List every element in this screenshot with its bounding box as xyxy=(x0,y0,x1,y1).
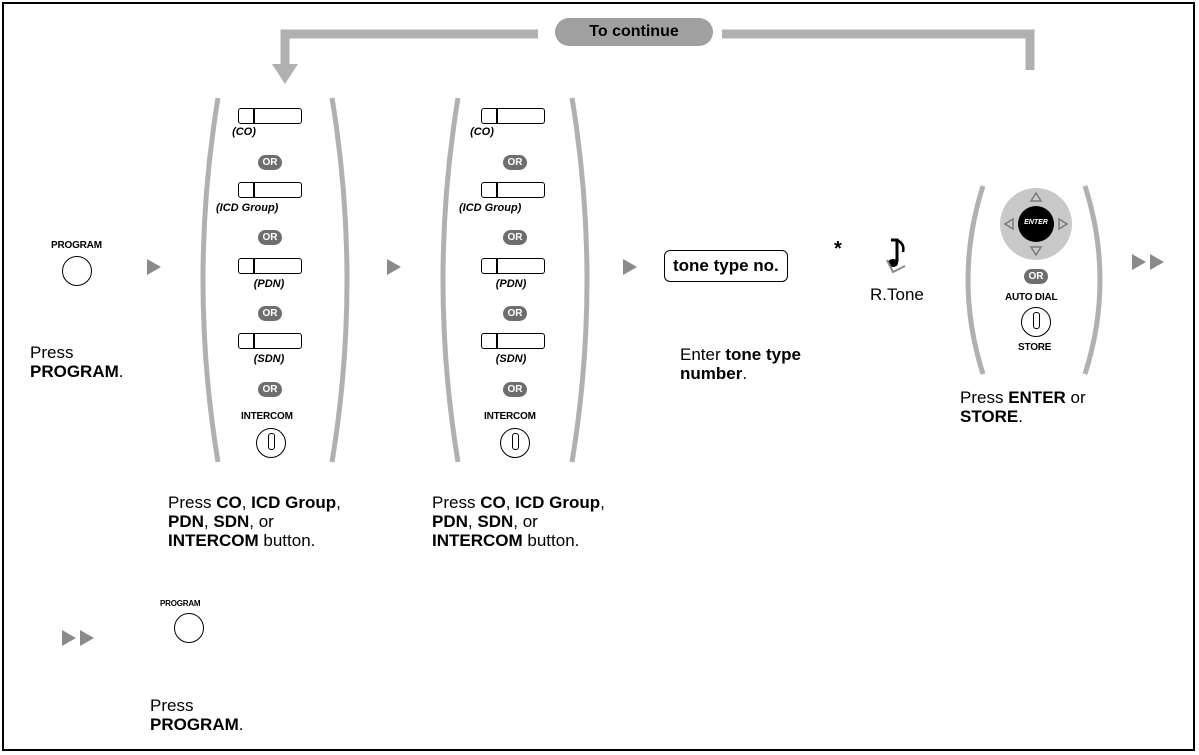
arrow-right-icon xyxy=(387,259,401,275)
pdn-button[interactable] xyxy=(238,258,302,274)
enter-button-label: ENTER xyxy=(1024,219,1048,226)
enter-store-caption: Press ENTER or STORE. xyxy=(960,388,1086,426)
icd-group-button[interactable] xyxy=(481,182,545,198)
double-arrow-right-icon xyxy=(62,630,76,646)
parentheses-group-1 xyxy=(200,97,350,463)
enter-tone-caption: Enter tone type number. xyxy=(680,345,801,383)
co-button[interactable] xyxy=(481,108,545,124)
intercom-button[interactable] xyxy=(500,428,530,458)
store-label: STORE xyxy=(1018,342,1052,353)
press-program-caption: Press PROGRAM. xyxy=(30,343,124,381)
icd-group-button[interactable] xyxy=(238,182,302,198)
or-badge: OR xyxy=(503,306,527,321)
double-arrow-right-icon xyxy=(80,630,94,646)
select-button-caption-1: Press CO, ICD Group, PDN, SDN, or INTERC… xyxy=(168,493,341,550)
or-badge: OR xyxy=(503,382,527,397)
arrow-right-icon xyxy=(623,259,637,275)
final-program-caption: Press PROGRAM. xyxy=(150,696,244,734)
pdn-label: (PDN) xyxy=(253,278,285,290)
intercom-label: INTERCOM xyxy=(241,411,293,422)
intercom-label: INTERCOM xyxy=(484,411,536,422)
program-button-label: PROGRAM xyxy=(160,599,201,608)
co-label: (CO) xyxy=(232,126,256,138)
pdn-label: (PDN) xyxy=(495,278,527,290)
to-continue-label: To continue xyxy=(555,18,713,46)
pdn-button[interactable] xyxy=(481,258,545,274)
footnote-asterisk: * xyxy=(834,238,842,260)
or-badge: OR xyxy=(258,382,282,397)
sdn-label: (SDN) xyxy=(253,353,285,365)
co-button[interactable] xyxy=(238,108,302,124)
tone-type-input[interactable]: tone type no. xyxy=(664,250,788,282)
program-button[interactable] xyxy=(62,256,92,286)
parentheses-group-2 xyxy=(440,97,590,463)
double-arrow-right-icon xyxy=(1150,254,1164,270)
auto-dial-store-button[interactable] xyxy=(1021,307,1051,337)
parentheses-group-3 xyxy=(965,185,1103,375)
loop-back-connector xyxy=(272,29,1035,84)
auto-dial-label: AUTO DIAL xyxy=(1005,292,1058,303)
or-badge: OR xyxy=(503,230,527,245)
icd-group-label: (ICD Group) xyxy=(459,202,522,214)
co-label: (CO) xyxy=(470,126,494,138)
navigator-key-icon[interactable] xyxy=(996,184,1076,264)
arrow-right-icon xyxy=(147,259,161,275)
icd-group-label: (ICD Group) xyxy=(216,202,279,214)
or-badge: OR xyxy=(1024,269,1048,284)
program-button[interactable] xyxy=(174,613,204,643)
sdn-button[interactable] xyxy=(481,333,545,349)
r-tone-label: R.Tone xyxy=(870,285,924,304)
sdn-label: (SDN) xyxy=(495,353,527,365)
music-note-icon xyxy=(886,238,906,274)
intercom-button[interactable] xyxy=(256,428,286,458)
or-badge: OR xyxy=(503,155,527,170)
select-button-caption-2: Press CO, ICD Group, PDN, SDN, or INTERC… xyxy=(432,493,605,550)
or-badge: OR xyxy=(258,306,282,321)
or-badge: OR xyxy=(258,155,282,170)
sdn-button[interactable] xyxy=(238,333,302,349)
double-arrow-right-icon xyxy=(1132,254,1146,270)
program-button-label: PROGRAM xyxy=(51,240,102,251)
or-badge: OR xyxy=(258,230,282,245)
